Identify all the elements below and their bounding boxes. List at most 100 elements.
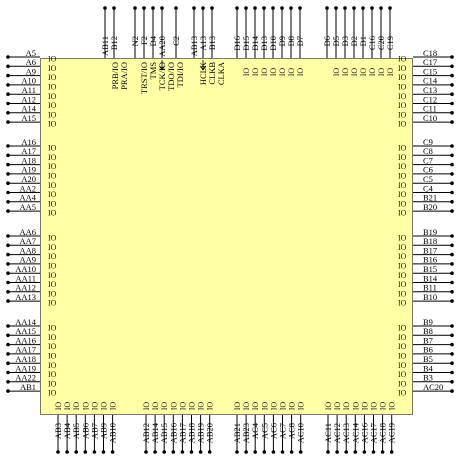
io-label: IO bbox=[386, 68, 395, 77]
io-label: IO bbox=[260, 402, 269, 411]
io-label: IO bbox=[398, 153, 407, 162]
io-label: IO bbox=[398, 289, 407, 298]
io-label: IO bbox=[398, 190, 407, 199]
pin-terminal bbox=[83, 450, 88, 454]
io-label: IO bbox=[297, 402, 306, 411]
pin-label: AB23 bbox=[241, 423, 251, 443]
io-label: IO bbox=[398, 262, 407, 271]
pin-terminal bbox=[450, 111, 454, 115]
pin-terminal bbox=[450, 234, 454, 238]
pin-label: AA12 bbox=[15, 283, 36, 293]
pin-terminal bbox=[6, 92, 10, 96]
pin-label: B8 bbox=[423, 326, 433, 336]
pin-label: B14 bbox=[423, 273, 438, 283]
io-label: IO bbox=[81, 402, 90, 411]
pin-label: C19 bbox=[385, 36, 395, 50]
pin-label: AC14 bbox=[350, 422, 360, 443]
io-label: IO bbox=[398, 252, 407, 261]
pin-label: C17 bbox=[423, 57, 437, 67]
pin-terminal bbox=[6, 380, 10, 384]
io-label: IO bbox=[48, 209, 57, 218]
inner-signal-label: TMS bbox=[148, 62, 158, 80]
signal-arrow bbox=[200, 60, 206, 71]
pin-label: AC10 bbox=[296, 423, 306, 443]
io-label: IO bbox=[269, 68, 278, 77]
pin-terminal bbox=[450, 262, 454, 266]
io-label: IO bbox=[269, 402, 278, 411]
io-label: IO bbox=[48, 299, 57, 308]
io-label: IO bbox=[333, 402, 342, 411]
pin-terminal bbox=[6, 352, 10, 356]
io-label: IO bbox=[398, 333, 407, 342]
pin-terminal bbox=[6, 55, 10, 59]
pin-terminal bbox=[235, 450, 239, 454]
pin-label: C6 bbox=[423, 165, 433, 175]
pin-label: AB10 bbox=[108, 423, 118, 443]
io-label: IO bbox=[398, 101, 407, 110]
pin-label: B15 bbox=[423, 264, 437, 274]
io-label: IO bbox=[63, 402, 72, 411]
pin-terminal bbox=[450, 324, 454, 328]
pin-terminal bbox=[74, 450, 78, 454]
io-label: IO bbox=[351, 402, 360, 411]
pin-label: A19 bbox=[21, 165, 36, 175]
pin-label: B20 bbox=[423, 202, 437, 212]
pin-label: AC17 bbox=[369, 423, 379, 443]
io-label: IO bbox=[48, 289, 57, 298]
pin-label: A17 bbox=[21, 146, 36, 156]
pin-label: AC6 bbox=[268, 423, 278, 439]
pin-terminal bbox=[280, 6, 284, 10]
pin-terminal bbox=[6, 234, 10, 238]
pin-label: D13 bbox=[259, 36, 269, 51]
io-label: IO bbox=[398, 361, 407, 370]
pin-terminal bbox=[450, 342, 454, 347]
pin-terminal bbox=[450, 181, 454, 185]
pin-terminal bbox=[450, 83, 454, 87]
io-label: IO bbox=[48, 55, 57, 64]
pin-terminal bbox=[244, 6, 248, 10]
pin-label: D7 bbox=[295, 36, 305, 46]
pin-label: D10 bbox=[268, 36, 278, 51]
io-label: IO bbox=[48, 92, 57, 101]
pin-label: AB16 bbox=[168, 423, 178, 443]
pin-label: AA22 bbox=[15, 373, 36, 383]
io-label: IO bbox=[398, 92, 407, 101]
io-label: IO bbox=[279, 402, 288, 411]
pin-label: AB7 bbox=[89, 423, 99, 439]
pin-label: AB5 bbox=[71, 423, 81, 439]
pin-label: C8 bbox=[423, 146, 433, 156]
pin-terminal bbox=[289, 450, 294, 454]
io-label: IO bbox=[48, 101, 57, 110]
pin-label: A13 bbox=[198, 36, 208, 51]
pin-label: C5 bbox=[423, 174, 433, 184]
io-label: IO bbox=[379, 402, 388, 411]
pin-label: AA10 bbox=[15, 264, 36, 274]
pin-label: AC20 bbox=[423, 382, 443, 392]
pin-label: C20 bbox=[376, 36, 386, 50]
pin-label: AB13 bbox=[189, 36, 199, 56]
pin-label: AC7 bbox=[278, 423, 288, 439]
pin-terminal bbox=[262, 6, 266, 10]
pin-label: D5 bbox=[331, 36, 341, 46]
pin-label: AC18 bbox=[378, 423, 388, 443]
pin-terminal bbox=[325, 6, 329, 10]
inner-signal-label: TRST/IO bbox=[139, 62, 149, 94]
pin-label: AA15 bbox=[15, 326, 36, 336]
pin-label: A15 bbox=[21, 113, 36, 123]
pin-terminal bbox=[6, 389, 10, 393]
io-label: IO bbox=[350, 68, 359, 77]
pin-label: AB19 bbox=[196, 423, 206, 443]
io-label: IO bbox=[48, 110, 57, 119]
pin-label: C12 bbox=[423, 94, 437, 104]
pin-label: A16 bbox=[21, 137, 36, 147]
pin-label: AA6 bbox=[19, 227, 36, 237]
pin-label: A9 bbox=[26, 66, 36, 76]
io-label: IO bbox=[48, 342, 57, 351]
pin-terminal bbox=[110, 450, 115, 454]
pin-terminal bbox=[103, 6, 107, 10]
pin-label: B19 bbox=[423, 227, 437, 237]
inner-signal-label: CLKB bbox=[207, 62, 217, 85]
io-label: IO bbox=[242, 68, 251, 77]
io-label: IO bbox=[109, 402, 118, 411]
io-label: IO bbox=[398, 199, 407, 208]
